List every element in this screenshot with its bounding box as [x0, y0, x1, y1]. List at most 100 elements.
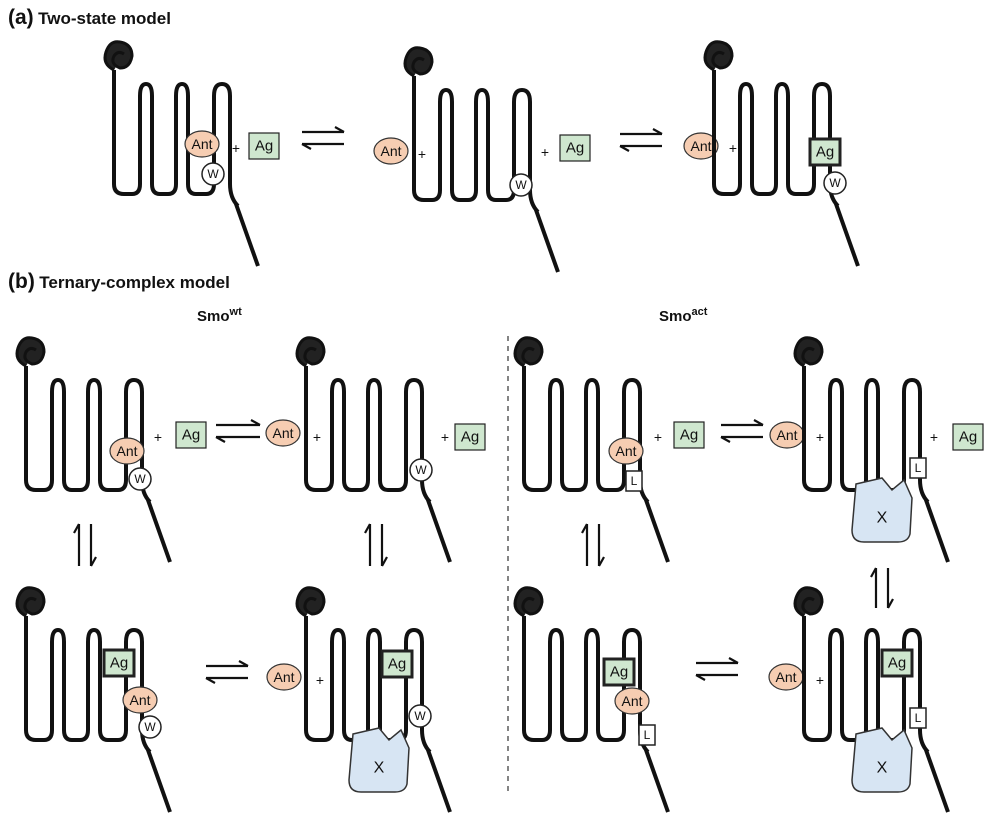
plus-b6b: + — [930, 429, 938, 445]
trp-residue-a1-label: W — [207, 167, 219, 181]
antagonist-b4-label: Ant — [273, 669, 294, 685]
plus-b4: + — [316, 672, 324, 688]
trp-residue-a1 — [201, 162, 225, 186]
cysteine-rich-domain-icon — [703, 40, 734, 72]
agonist-b4-bound-label: Ag — [388, 656, 406, 673]
agonist-a1-label: Ag — [255, 138, 273, 155]
cysteine-rich-domain-icon — [295, 586, 326, 618]
receptor-helices — [304, 366, 432, 504]
antagonist-b1 — [109, 437, 145, 465]
agonist-a3-bound — [808, 137, 842, 167]
receptor-helices — [522, 616, 650, 754]
plus-a2b: + — [541, 144, 549, 160]
agonist-b3-bound-label: Ag — [110, 655, 128, 672]
antagonist-b2 — [265, 419, 301, 447]
trp-residue-b1-label: W — [134, 472, 146, 486]
down-arrow-icon — [89, 524, 97, 567]
reverse-arrow-icon — [720, 435, 763, 443]
panel-a-title: (a) Two-state model — [8, 6, 171, 29]
agonist-b8-bound-label: Ag — [888, 655, 906, 672]
partner-x-b4-label: X — [374, 760, 385, 777]
plus-b2b: + — [441, 429, 449, 445]
receptor-act-active-top — [793, 336, 950, 563]
cysteine-rich-domain-icon — [793, 336, 824, 368]
c-terminal-tail — [924, 749, 950, 813]
equilibrium-arrows-b-vertical-act-right — [870, 567, 894, 609]
cysteine-rich-domain-icon — [15, 586, 46, 618]
smo-act-heading: Smoact — [659, 306, 708, 325]
cysteine-rich-domain-icon — [513, 336, 544, 368]
agonist-a2 — [559, 134, 591, 162]
antagonist-a1-label: Ant — [191, 136, 212, 152]
down-arrow-icon — [380, 524, 388, 567]
plus-a1: + — [232, 140, 240, 156]
agonist-b5-label: Ag — [680, 427, 698, 444]
up-arrow-icon — [73, 523, 81, 566]
c-terminal-tail — [644, 749, 670, 813]
receptor-wt-inactive — [15, 336, 172, 563]
receptor-helices — [24, 366, 152, 504]
antagonist-b3 — [122, 686, 158, 714]
cysteine-rich-domain-icon — [793, 586, 824, 618]
receptor-act-inactive — [513, 336, 670, 563]
forward-arrow-icon — [696, 657, 739, 665]
agonist-b2 — [454, 423, 486, 451]
c-terminal-tail — [234, 203, 260, 267]
leu-residue-b5-label: L — [631, 474, 638, 488]
up-arrow-icon — [581, 523, 589, 566]
trp-residue-b3 — [138, 715, 162, 739]
agonist-b6 — [952, 423, 984, 451]
trp-residue-a3 — [823, 171, 847, 195]
panel-b-title: (b) Ternary-complex model — [8, 270, 230, 293]
equilibrium-arrows-b7 — [695, 657, 739, 681]
equilibrium-arrows-b-vertical-left — [73, 523, 97, 567]
forward-arrow-icon — [216, 419, 261, 427]
leu-residue-b7-label: L — [644, 728, 651, 742]
partner-x-b6 — [851, 477, 913, 543]
c-terminal-tail — [426, 749, 452, 813]
cysteine-rich-domain-icon — [103, 40, 134, 72]
plus-a3: + — [729, 140, 737, 156]
forward-arrow-icon — [721, 419, 764, 427]
down-arrow-icon — [886, 568, 894, 609]
agonist-a2-label: Ag — [566, 140, 584, 157]
reverse-arrow-icon — [205, 676, 248, 684]
plus-b2: + — [313, 429, 321, 445]
agonist-b2-label: Ag — [461, 429, 479, 446]
up-arrow-icon — [870, 567, 878, 608]
agonist-a3-bound-label: Ag — [816, 144, 834, 161]
plus-b6: + — [816, 429, 824, 445]
c-terminal-tail — [146, 499, 172, 563]
forward-arrow-icon — [620, 128, 663, 136]
receptor-act-active-bottom — [793, 586, 950, 813]
receptor-wt-ag-ant — [15, 586, 172, 813]
trp-residue-a2-label: W — [515, 178, 527, 192]
cysteine-rich-domain-icon — [15, 336, 46, 368]
trp-residue-b2 — [409, 458, 433, 482]
trp-residue-b4-label: W — [414, 709, 426, 723]
receptor-helices — [24, 616, 152, 754]
agonist-b8-bound — [880, 648, 914, 678]
cysteine-rich-domain-icon — [295, 336, 326, 368]
equilibrium-arrows-b5 — [720, 419, 764, 443]
antagonist-b5 — [608, 437, 644, 465]
receptor-helices — [304, 616, 432, 754]
partner-x-b8 — [851, 727, 913, 793]
smo-wt-heading: Smowt — [197, 306, 242, 325]
up-arrow-icon — [364, 523, 372, 566]
equilibrium-arrows-b3 — [205, 660, 249, 684]
antagonist-b3-label: Ant — [129, 692, 150, 708]
leu-residue-b8-label: L — [915, 711, 922, 725]
receptor-helices — [712, 70, 840, 208]
leu-residue-b6 — [909, 457, 927, 479]
receptor-helices — [802, 616, 930, 754]
leu-residue-b5 — [625, 470, 643, 492]
down-arrow-icon — [597, 524, 605, 567]
antagonist-b2-label: Ant — [272, 425, 293, 441]
reverse-arrow-icon — [695, 673, 738, 681]
agonist-b7-bound-label: Ag — [610, 664, 628, 681]
c-terminal-tail — [426, 499, 452, 563]
partner-x-b6-label: X — [877, 510, 888, 527]
antagonist-b6-label: Ant — [776, 427, 797, 443]
